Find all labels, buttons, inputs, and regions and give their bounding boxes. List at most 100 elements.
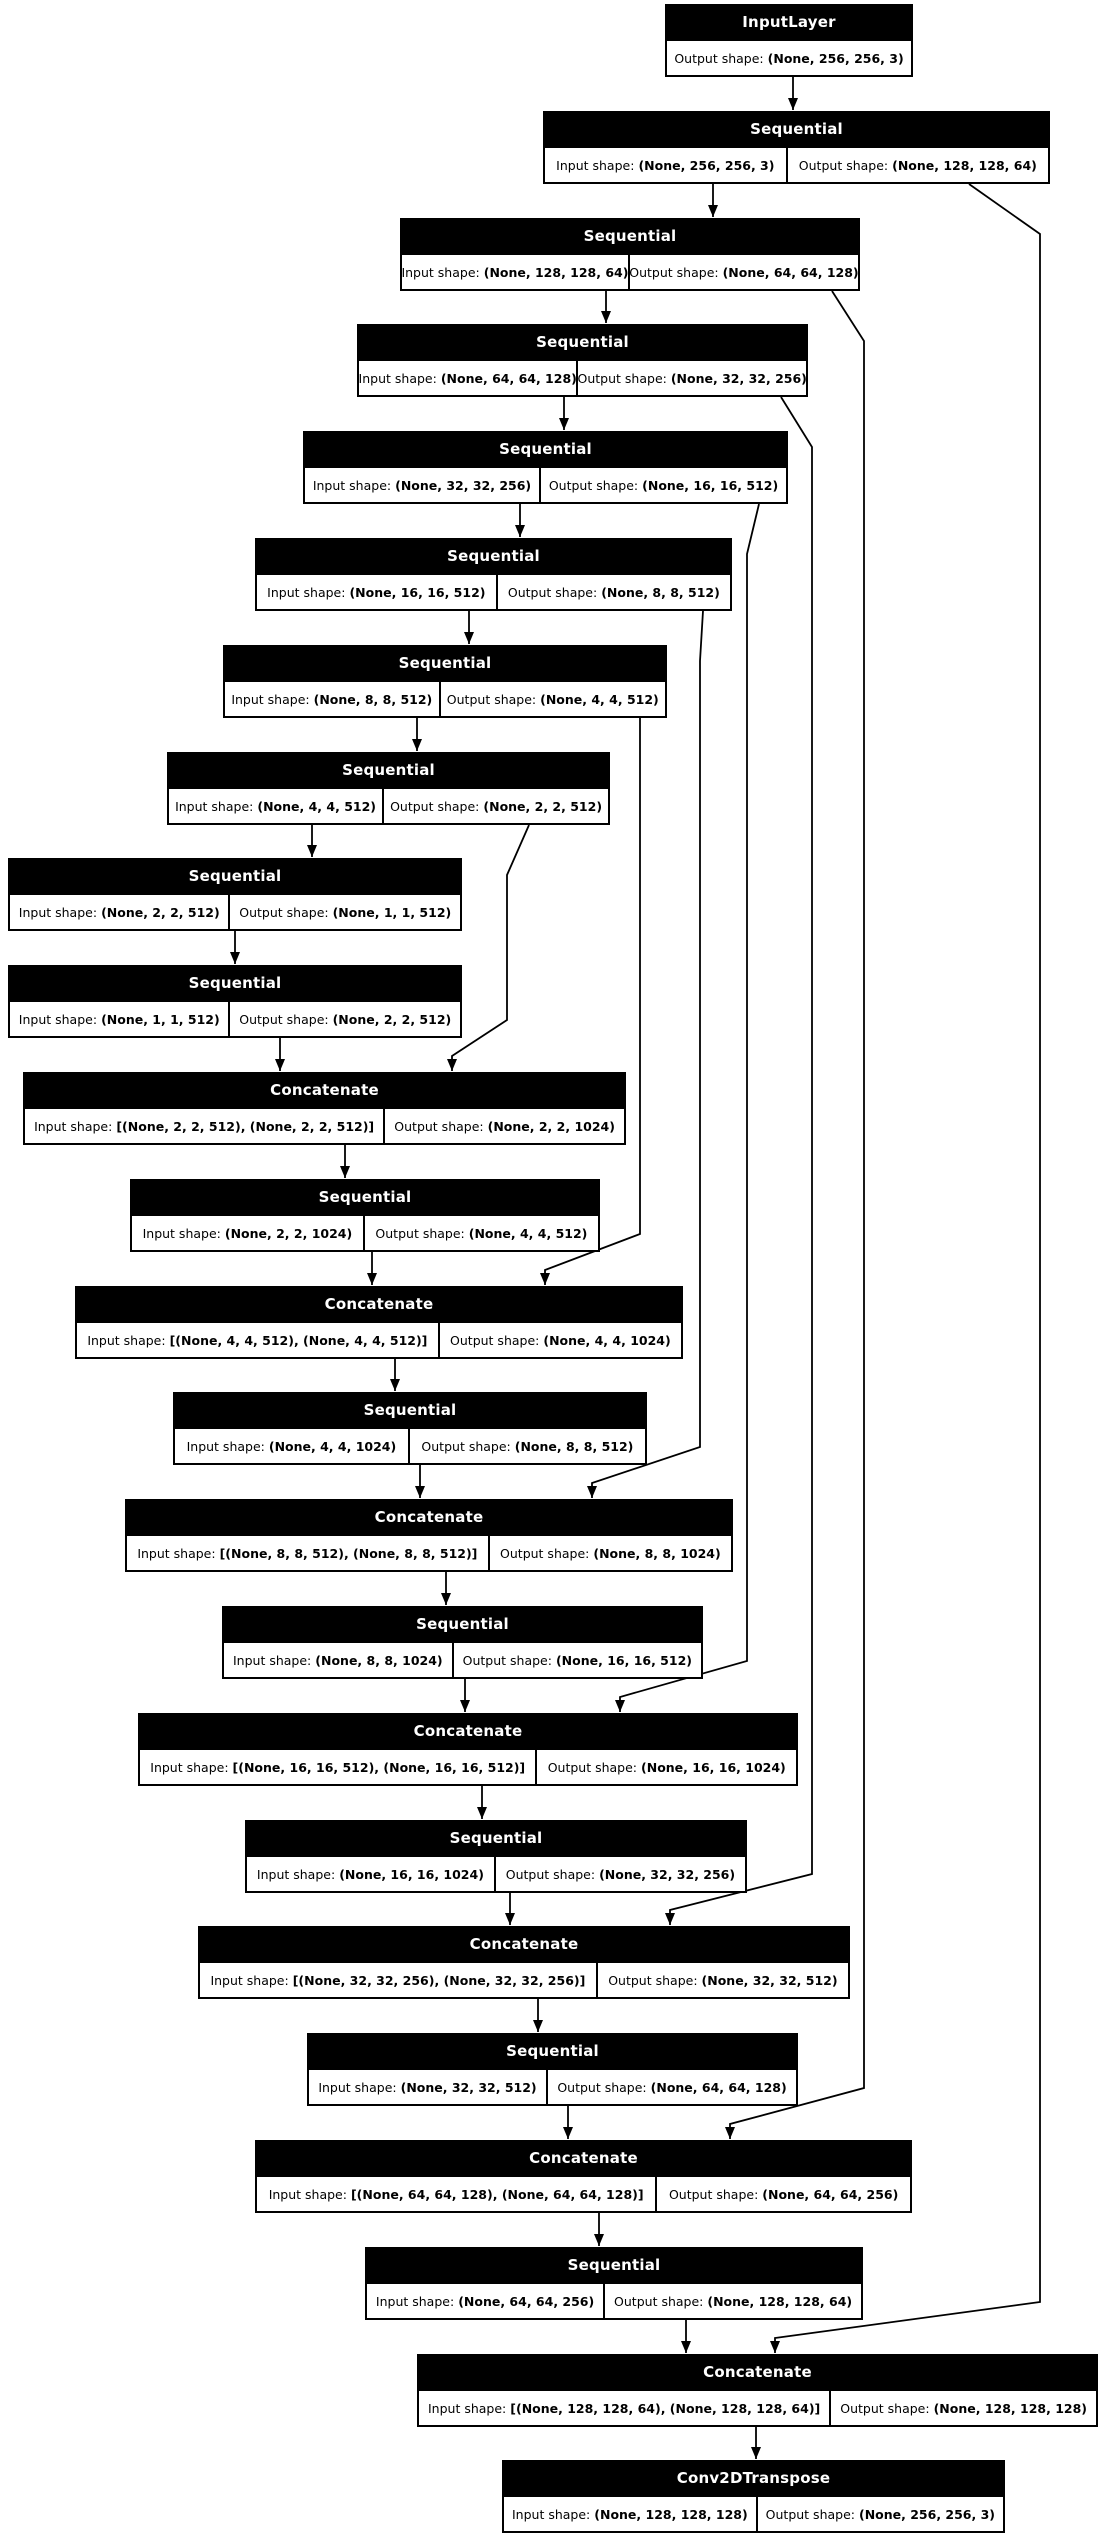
shape-label: Output shape: [462, 1652, 552, 1668]
shape-row: Input shape:(None, 2, 2, 512)Output shap… [10, 893, 461, 929]
input-shape-cell: Input shape:(None, 128, 128, 128) [504, 2495, 756, 2531]
output-shape-cell: Output shape:(None, 16, 16, 1024) [535, 1748, 797, 1784]
output-shape-cell: Output shape:(None, 8, 8, 512) [495, 573, 731, 609]
shape-row: Input shape:(None, 2, 2, 1024) Output sha… [132, 1214, 598, 1250]
shape-label: Output shape: [548, 477, 639, 493]
shape-label: Output shape: [375, 1225, 465, 1241]
shape-value: (None, 4, 4, 512) [540, 691, 659, 707]
shape-label: Output shape: [390, 798, 480, 814]
shape-value: (None, 4, 4, 1024) [543, 1332, 671, 1348]
shape-label: Output shape: [505, 1866, 596, 1882]
shape-value: (None, 8, 8, 512) [313, 691, 433, 707]
shape-row: Input shape:(None, 16, 16, 1024) Output s… [247, 1855, 746, 1891]
shape-label: Input shape: [233, 1652, 312, 1668]
output-shape-cell: Output shape:(None, 256, 256, 3) [755, 2495, 1003, 2531]
shape-value: (None, 128, 128, 64) [892, 157, 1037, 173]
shape-label: Input shape: [18, 904, 98, 920]
shape-value: (None, 32, 32, 512) [701, 1972, 838, 1988]
shape-label: Output shape: [577, 370, 667, 386]
edge-skip-5-14 [587, 610, 704, 1498]
input-shape-cell: Input shape:[(None, 16, 16, 512), (None,… [140, 1748, 536, 1784]
output-shape-cell: Output shape:(None, 64, 64, 256) [655, 2175, 911, 2211]
shape-label: Input shape: [256, 1866, 336, 1882]
shape-row: Input shape:(None, 64, 64, 128)Output sh… [359, 359, 806, 395]
shape-row: Input shape:[(None, 32, 32, 256), (None,… [200, 1961, 849, 1997]
input-shape-cell: Input shape:[(None, 4, 4, 512), (None, 4… [77, 1321, 438, 1357]
shape-value: [(None, 4, 4, 512), (None, 4, 4, 512)] [169, 1332, 428, 1348]
output-shape-cell: Output shape:(None, 2, 2, 512) [382, 787, 608, 823]
output-shape-cell: Output shape:(None, 32, 32, 256) [493, 1855, 746, 1891]
shape-row: Input shape:[(None, 16, 16, 512), (None,… [140, 1748, 797, 1784]
output-shape-cell: Output shape:(None, 4, 4, 512) [438, 680, 665, 716]
shape-label: Output shape: [446, 691, 537, 707]
shape-label: Input shape: [556, 157, 635, 173]
shape-label: Output shape: [629, 264, 719, 280]
shape-value: (None, 256, 256, 3) [638, 157, 775, 173]
output-shape-cell: Output shape:(None, 4, 4, 1024) [437, 1321, 682, 1357]
input-shape-cell: Input shape:(None, 64, 64, 256) [367, 2282, 604, 2318]
layer-type-title: Conv2DTranspose [504, 2462, 1003, 2495]
shape-label: Input shape: [34, 1118, 113, 1134]
shape-label: Input shape: [137, 1545, 216, 1561]
shape-value: (None, 32, 32, 256) [670, 370, 806, 386]
layer-type-title: Concatenate [200, 1928, 848, 1961]
shape-value: (None, 32, 32, 512) [400, 2079, 537, 2095]
layer-type-title: Concatenate [419, 2356, 1096, 2389]
input-shape-cell: Input shape:(None, 2, 2, 1024) [132, 1214, 363, 1250]
shape-label: Output shape: [421, 1438, 511, 1454]
layer-type-title: Sequential [224, 1608, 701, 1641]
shape-value: (None, 32, 32, 256) [395, 477, 532, 493]
layer-type-title: Sequential [169, 754, 608, 787]
input-shape-cell: Input shape:[(None, 64, 64, 128), (None,… [257, 2175, 656, 2211]
output-shape-cell: Output shape:(None, 16, 16, 512) [451, 1641, 701, 1677]
layer-type-title: Sequential [305, 433, 786, 466]
shape-row: Input shape:(None, 8, 8, 512)Output shap… [225, 680, 665, 716]
shape-label: Input shape: [268, 2186, 347, 2202]
output-shape-cell: Output shape:(None, 128, 128, 64) [603, 2282, 862, 2318]
shape-row: Input shape:(None, 256, 256, 3) Output sh… [545, 146, 1049, 182]
layer-type-title: Sequential [247, 1822, 745, 1855]
shape-value: (None, 16, 16, 1024) [339, 1866, 484, 1882]
shape-value: (None, 128, 128, 128) [594, 2506, 748, 2522]
shape-row: Input shape:(None, 128, 128, 128)Output … [504, 2495, 1003, 2531]
output-shape-cell: Output shape:(None, 32, 32, 256) [576, 359, 806, 395]
edge-skip-1-22 [770, 183, 1041, 2353]
shape-value: (None, 8, 8, 1024) [315, 1652, 443, 1668]
layer-type-title: Sequential [367, 2249, 861, 2282]
layer-type-title: Concatenate [257, 2142, 910, 2175]
shape-value: [(None, 32, 32, 256), (None, 32, 32, 256… [292, 1972, 586, 1988]
output-shape-cell: Output shape:(None, 256, 256, 3) [667, 39, 911, 75]
shape-label: Output shape: [798, 157, 889, 173]
input-shape-cell: Input shape:(None, 32, 32, 512) [309, 2068, 546, 2104]
shape-value: (None, 256, 256, 3) [858, 2506, 996, 2522]
edge-skip-7-10 [447, 824, 530, 1071]
shape-label: Output shape: [547, 1759, 638, 1775]
shape-value: (None, 128, 128, 64) [707, 2293, 853, 2309]
shape-row: Input shape:(None, 8, 8, 1024) Output sha… [224, 1641, 701, 1677]
output-shape-cell: Output shape:(None, 8, 8, 512) [407, 1427, 645, 1463]
input-shape-cell: Input shape:(None, 128, 128, 64) [402, 253, 628, 289]
shape-label: Input shape: [210, 1972, 289, 1988]
shape-value: (None, 128, 128, 64) [483, 264, 628, 280]
input-shape-cell: Input shape:(None, 2, 2, 512) [10, 893, 229, 929]
shape-label: Input shape: [186, 1438, 265, 1454]
shape-value: (None, 4, 4, 1024) [268, 1438, 397, 1454]
output-shape-cell: Output shape:(None, 64, 64, 128) [627, 253, 858, 289]
input-shape-cell: Input shape:(None, 32, 32, 256) [305, 466, 539, 502]
shape-row: Input shape:[(None, 128, 128, 64), (None… [419, 2389, 1097, 2425]
shape-label: Input shape: [312, 477, 392, 493]
edge-skip-6-12 [540, 718, 641, 1285]
shape-value: (None, 16, 16, 512) [555, 1652, 692, 1668]
output-shape-cell: Output shape:(None, 8, 8, 1024) [487, 1534, 732, 1570]
layer-type-title: Sequential [359, 326, 806, 359]
input-shape-cell: Input shape:(None, 64, 64, 128) [359, 359, 577, 395]
